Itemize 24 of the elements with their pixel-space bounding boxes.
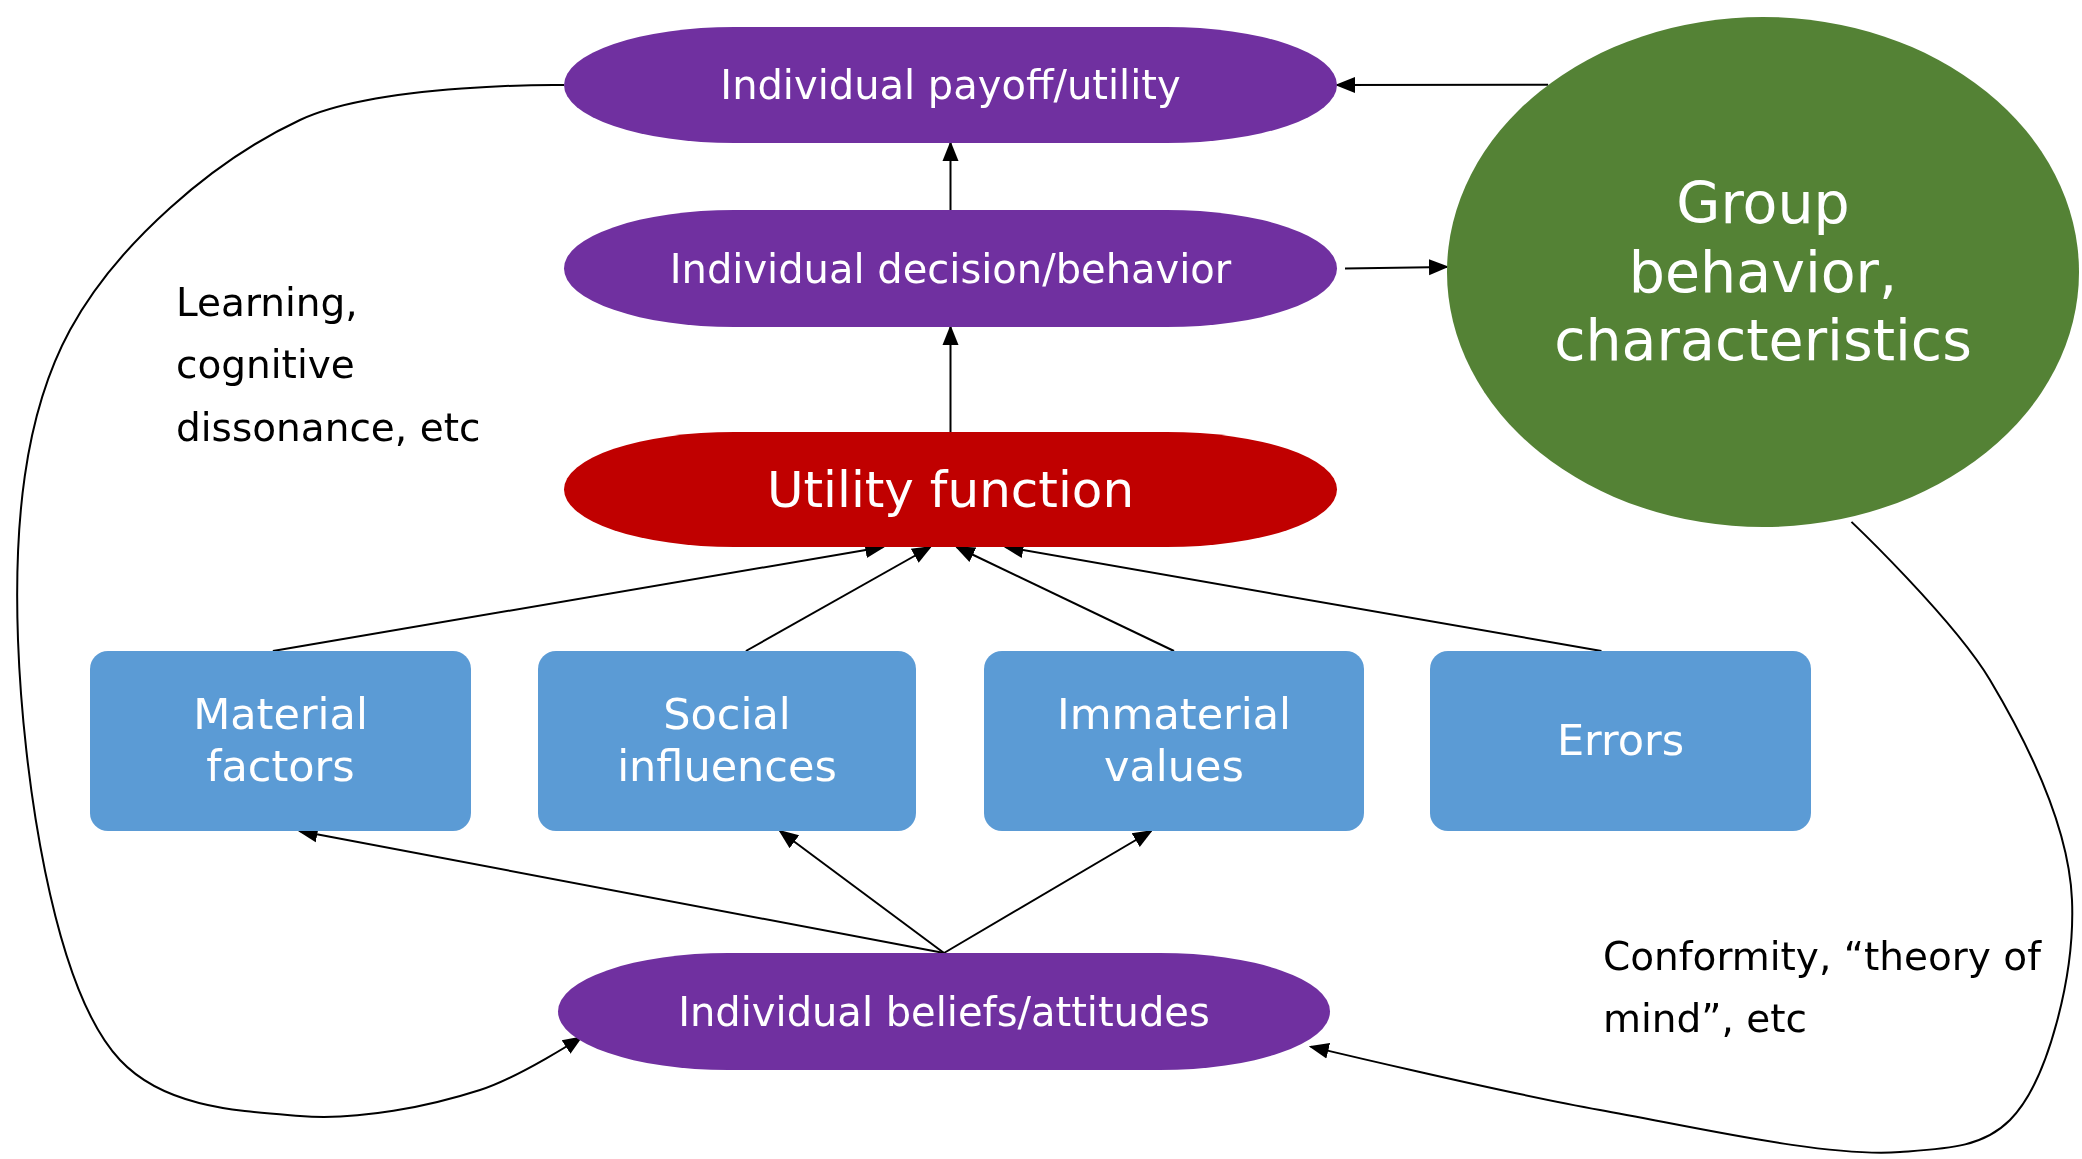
arrow bbox=[954, 546, 1175, 652]
arrow bbox=[942, 325, 959, 433]
edge-label: Learning, cognitive dissonance, etc bbox=[176, 279, 482, 452]
node-label: Individual payoff/utility bbox=[720, 61, 1181, 109]
node-label: Errors bbox=[1556, 715, 1685, 767]
node-label: Material factors bbox=[192, 689, 369, 793]
factor-box bbox=[984, 651, 1364, 831]
edge-label: Conformity, “theory of mind”, etc bbox=[1603, 933, 2043, 1044]
node-label: Individual decision/behavior bbox=[669, 244, 1232, 293]
node-label: Group behavior, characteristics bbox=[1554, 169, 1972, 375]
arrow bbox=[1335, 77, 1550, 93]
arrow bbox=[778, 829, 945, 954]
node-label: Immaterial values bbox=[1055, 689, 1292, 793]
factor-box bbox=[538, 651, 916, 831]
factor-box bbox=[90, 651, 471, 831]
arrow bbox=[1308, 520, 2074, 1154]
arrow bbox=[943, 830, 1153, 954]
arrow bbox=[942, 141, 959, 211]
arrow bbox=[744, 546, 933, 652]
arrow bbox=[1344, 259, 1449, 276]
node-label: Individual beliefs/attitudes bbox=[678, 987, 1210, 1036]
factor-box bbox=[1430, 651, 1811, 831]
node-label: Utility function bbox=[766, 459, 1135, 520]
node-label: Social influences bbox=[616, 689, 838, 793]
